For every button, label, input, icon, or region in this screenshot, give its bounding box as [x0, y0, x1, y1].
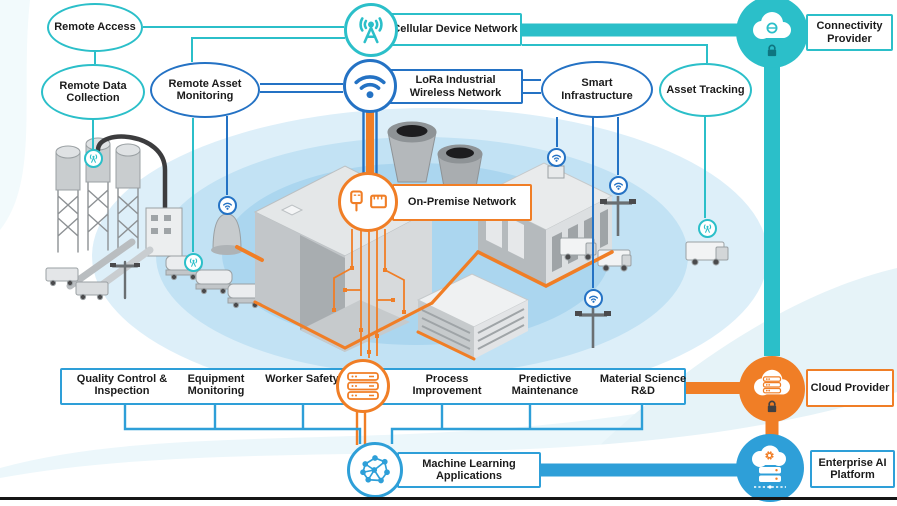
wifi-mini-icon: [588, 295, 598, 303]
on-premise-network-label: On-Premise Network: [407, 196, 517, 209]
wired-connectors-icon: [350, 190, 387, 212]
node-cloud-provider: Cloud Provider: [806, 369, 894, 407]
application-worker-safety: Worker Safety: [265, 373, 339, 385]
onpremise-mesh: [332, 229, 406, 358]
tracked-truck-antenna-puck: [697, 218, 717, 238]
node-lora-wireless-network: LoRa Industrial Wireless Network: [388, 69, 523, 104]
lock-icon: [767, 44, 777, 56]
antenna-mini-icon: [703, 223, 711, 233]
cyan-connectors: [92, 26, 708, 252]
remote-data-collection-label: Remote Data Collection: [59, 79, 127, 104]
smart-infrastructure-label: Smart Infrastructure: [561, 77, 633, 102]
neural-network-icon: [360, 455, 390, 484]
application-predictive-maintenance: Predictive Maintenance: [511, 373, 579, 398]
street-lights-illustration: [575, 196, 636, 348]
node-connectivity-provider: Connectivity Provider: [806, 14, 893, 51]
tank-wifi-puck: [217, 195, 237, 215]
asset-truck-illustration: [685, 241, 729, 266]
machine-learning-applications-label: Machine Learning Applications: [422, 457, 516, 482]
node-enterprise-ai-platform: Enterprise AI Platform: [810, 450, 895, 488]
wifi-mini-icon: [551, 154, 561, 162]
asset-antenna-puck: [183, 252, 203, 272]
enterprise-ai-platform-label: Enterprise AI Platform: [818, 456, 887, 481]
node-smart-infrastructure: Smart Infrastructure: [541, 61, 653, 118]
lock-icon: [767, 400, 777, 412]
warehouse-illustration: [476, 162, 632, 286]
asset-tracking-label: Asset Tracking: [666, 83, 745, 96]
lora-wireless-network-label: LoRa Industrial Wireless Network: [409, 74, 502, 99]
remote-asset-monitoring-label: Remote Asset Monitoring: [168, 77, 242, 102]
blue-connectors: [226, 79, 619, 288]
lora-network-circle: [343, 59, 397, 113]
factory-illustration: [253, 121, 483, 352]
streetlight-wifi-puck: [583, 288, 603, 308]
node-remote-access: Remote Access: [47, 3, 143, 52]
figure-bottom-rule: [0, 497, 897, 500]
application-process-improvement: Process Improvement: [412, 373, 482, 398]
cloud-sync-icon: [753, 11, 791, 39]
onpremise-ground-lines: [235, 245, 614, 361]
cellular-device-network-label: Cellular Device Network: [392, 23, 518, 36]
connectivity-provider-circle: [736, 0, 808, 68]
backbone-bands: [522, 23, 780, 477]
enterprise-ai-circle: [736, 434, 804, 502]
node-machine-learning-applications: Machine Learning Applications: [397, 452, 541, 488]
node-remote-data-collection: Remote Data Collection: [41, 64, 145, 120]
node-cellular-device-network: Cellular Device Network: [388, 13, 522, 46]
machine-learning-circle: [347, 442, 403, 498]
remote-access-label: Remote Access: [54, 21, 136, 34]
cellular-antenna-icon: [359, 17, 383, 44]
antenna-mini-icon: [189, 257, 197, 267]
node-asset-tracking: Asset Tracking: [659, 63, 752, 117]
antenna-mini-icon: [89, 153, 97, 163]
server-stack-icon: [347, 372, 379, 400]
server-ml-link: [355, 410, 367, 445]
cloud-provider-label: Cloud Provider: [810, 381, 890, 394]
node-on-premise-network: On-Premise Network: [392, 184, 532, 221]
data-server-circle: [336, 359, 390, 413]
node-remote-asset-monitoring: Remote Asset Monitoring: [150, 62, 260, 118]
remote-antenna-puck: [83, 148, 103, 168]
cloud-ai-server-icon: [752, 445, 786, 489]
application-quality-control: Quality Control & Inspection: [76, 373, 168, 398]
warehouse-wifi-puck: [546, 147, 566, 167]
application-material-science: Material Science R&D: [599, 373, 687, 398]
applications-bus: [123, 404, 644, 444]
on-premise-circle: [338, 172, 398, 232]
application-equipment-monitoring: Equipment Monitoring: [187, 373, 245, 398]
streetlight-wifi-puck: [608, 175, 628, 195]
wifi-mini-icon: [222, 202, 232, 210]
connectivity-provider-label: Connectivity Provider: [816, 20, 883, 45]
lora-onpremise-riser: [362, 108, 378, 180]
wifi-icon: [354, 75, 386, 99]
wifi-mini-icon: [613, 182, 623, 190]
cloud-servers-icon: [754, 369, 790, 395]
cellular-network-circle: [344, 3, 398, 57]
cloud-provider-circle: [739, 356, 805, 422]
